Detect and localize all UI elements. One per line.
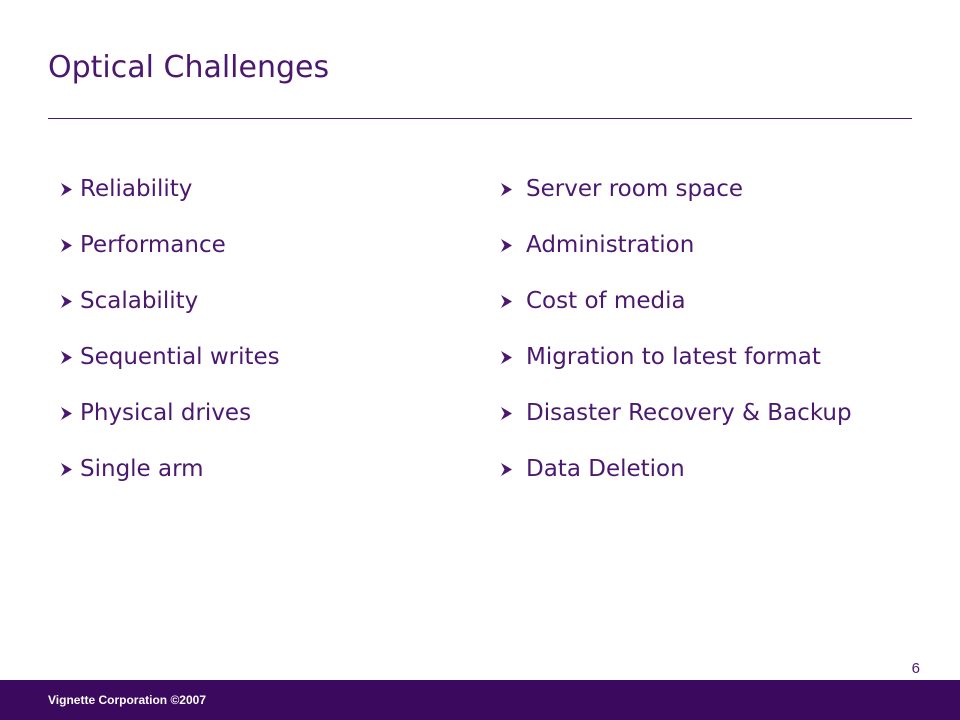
bullet-item: Cost of media [500,286,920,316]
bullet-item: Reliability [60,174,440,204]
bullet-text: Performance [80,232,226,258]
bullet-text: Disaster Recovery & Backup [526,400,852,426]
arrowhead-bullet-icon [500,454,526,484]
arrowhead-bullet-icon [60,230,80,260]
bullet-item: Migration to latest format [500,342,920,372]
bullet-item: Server room space [500,174,920,204]
footer-copyright: Vignette Corporation ©2007 [48,693,206,707]
bullet-text: Cost of media [526,288,686,314]
bullet-text: Scalability [80,288,199,314]
bullet-item: Disaster Recovery & Backup [500,398,920,428]
bullet-text: Migration to latest format [526,344,821,370]
bullet-item: Performance [60,230,440,260]
footer-bar: Vignette Corporation ©2007 [0,680,960,720]
bullet-text: Server room space [526,176,744,202]
bullet-item: Administration [500,230,920,260]
bullet-item: Data Deletion [500,454,920,484]
bullet-text: Reliability [80,176,193,202]
page-number: 6 [911,660,920,677]
slide-title: Optical Challenges [48,50,330,85]
bullet-item: Scalability [60,286,440,316]
arrowhead-bullet-icon [60,286,80,316]
bullet-text: Single arm [80,456,204,482]
bullet-item: Sequential writes [60,342,440,372]
arrowhead-bullet-icon [500,398,526,428]
bullet-text: Data Deletion [526,456,685,482]
bullet-text: Sequential writes [80,344,280,370]
arrowhead-bullet-icon [500,286,526,316]
right-bullet-list: Server room space Administration Cost of… [500,174,920,510]
arrowhead-bullet-icon [500,342,526,372]
bullet-text: Physical drives [80,400,252,426]
bullet-text: Administration [526,232,695,258]
arrowhead-bullet-icon [60,398,80,428]
bullet-item: Single arm [60,454,440,484]
bullet-item: Physical drives [60,398,440,428]
arrowhead-bullet-icon [60,454,80,484]
title-divider [48,118,912,119]
left-bullet-list: Reliability Performance Scalability Sequ… [60,174,440,510]
arrowhead-bullet-icon [60,174,80,204]
arrowhead-bullet-icon [500,230,526,260]
arrowhead-bullet-icon [60,342,80,372]
arrowhead-bullet-icon [500,174,526,204]
